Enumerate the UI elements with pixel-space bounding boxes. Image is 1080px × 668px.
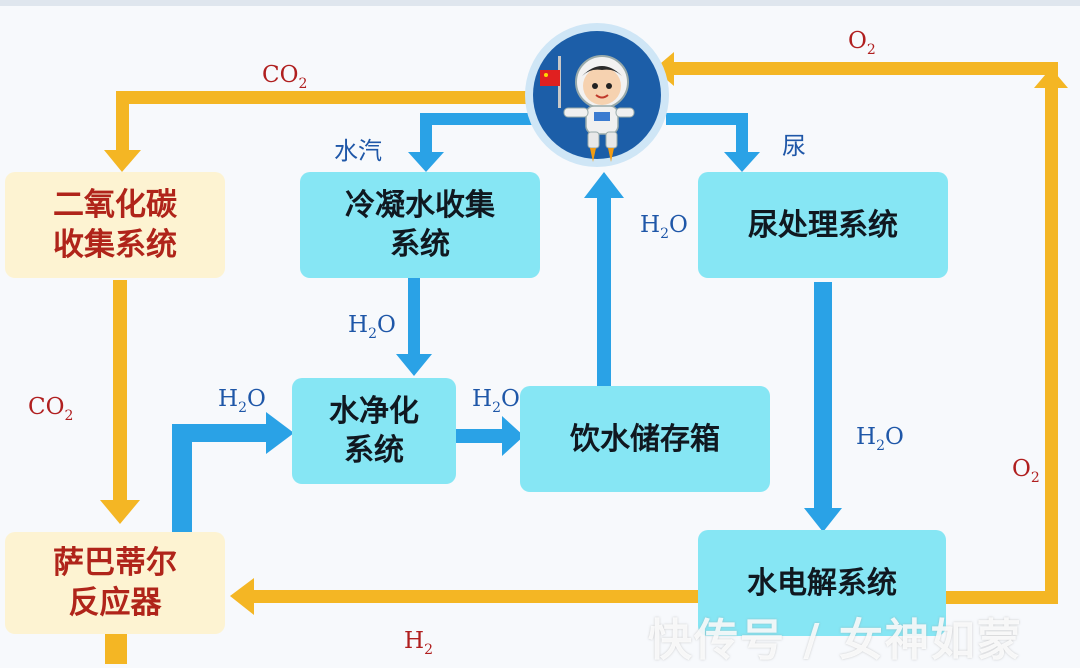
co2-arrow-down-head: [100, 500, 140, 524]
vapor-arrow-head: [408, 152, 444, 172]
sabatier-exit-stub: [105, 632, 127, 664]
h2o-urine-down-label: H2O: [856, 424, 904, 454]
co2-arrow-left-head: [104, 150, 141, 172]
storage-up-head: [584, 172, 624, 198]
purif-to-storage-line: [456, 429, 506, 443]
co2-arrow-top-line: [116, 91, 526, 104]
vapor-label: 水汽: [334, 137, 382, 165]
urine-to-elec-head: [804, 508, 842, 532]
storage-box: 饮水储存箱: [520, 386, 770, 492]
co2-arrow-left-drop: [116, 91, 129, 161]
urine-system-label: 尿处理系统: [748, 207, 898, 243]
co2-collection-box: 二氧化碳 收集系统: [5, 172, 225, 278]
o2-right-label: O2: [1012, 456, 1040, 486]
urine-word-label: 尿: [782, 132, 806, 160]
top-band: [0, 0, 1080, 6]
condensate-to-purif-head: [396, 354, 432, 376]
electrolysis-label: 水电解系统: [747, 565, 897, 601]
storage-label: 饮水储存箱: [570, 421, 720, 457]
co2-left-label: CO2: [28, 394, 74, 424]
condensate-box: 冷凝水收集 系统: [300, 172, 540, 278]
h2o-purif-storage-label: H2O: [472, 386, 520, 416]
h2-bottom-label: H2: [404, 628, 433, 658]
condensate-to-purif-line: [408, 278, 420, 360]
sabatier-to-purif-head: [266, 412, 294, 454]
sabatier-box: 萨巴蒂尔 反应器: [5, 532, 225, 634]
sabatier-label: 萨巴蒂尔 反应器: [53, 544, 177, 621]
urine-arrow-line-v: [736, 113, 748, 157]
purification-label: 水净化 系统: [329, 394, 419, 468]
urine-to-elec-line: [814, 282, 832, 512]
purification-box: 水净化 系统: [292, 378, 456, 484]
h2o-sabatier-label: H2O: [218, 386, 266, 416]
vapor-arrow-line-h: [420, 113, 532, 125]
watermark-text: 快传号 / 女神如蒙: [648, 615, 1023, 666]
urine-arrow-head: [724, 152, 760, 172]
co2-arrow-down-line: [113, 280, 127, 505]
condensate-label: 冷凝水收集 系统: [345, 188, 495, 262]
co2-top-label: CO2: [262, 62, 308, 92]
o2-arrow-top-line: [662, 62, 1058, 75]
o2-arrow-right-head: [1034, 68, 1068, 88]
electrolysis-box: 水电解系统: [698, 530, 946, 636]
vapor-arrow-line-v: [420, 113, 432, 157]
h2o-storage-up-label: H2O: [640, 212, 688, 242]
h2-arrow-line: [250, 590, 700, 603]
sabatier-to-purif-v: [172, 424, 192, 532]
o2-arrow-right-vertical: [1045, 66, 1058, 604]
storage-up-line: [597, 196, 611, 386]
h2-arrow-head: [230, 578, 254, 615]
astronaut-illustration: [524, 22, 670, 168]
urine-arrow-line-h: [666, 113, 748, 125]
h2o-condensate-down-label: H2O: [348, 312, 396, 342]
purif-to-storage-head: [502, 416, 524, 456]
sabatier-to-purif-h: [172, 424, 272, 442]
urine-system-box: 尿处理系统: [698, 172, 948, 278]
co2-collection-label: 二氧化碳 收集系统: [53, 186, 177, 263]
o2-top-label: O2: [848, 28, 876, 58]
o2-arrow-bottom-link: [944, 591, 1058, 604]
